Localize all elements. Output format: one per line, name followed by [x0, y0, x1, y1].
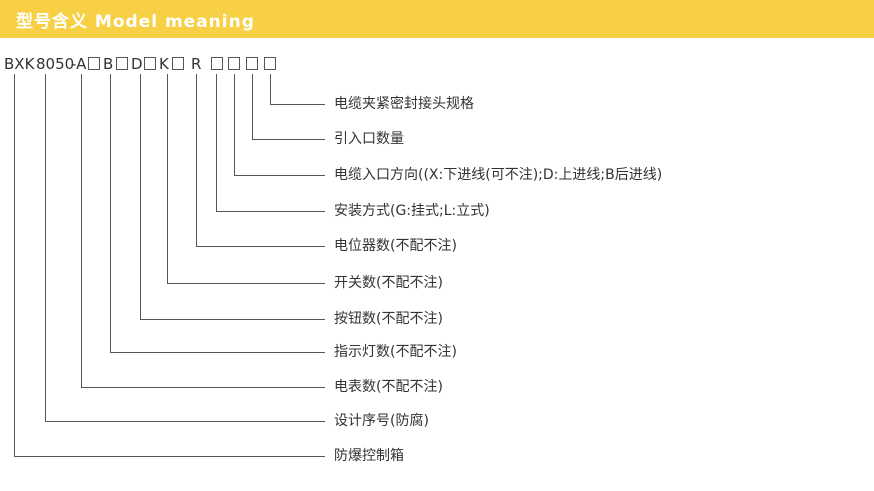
desc-meters: 电表数(不配不注) [334, 379, 443, 395]
page-title: 型号含义 Model meaning [16, 12, 255, 32]
code-a: -A [71, 55, 87, 73]
code-box-d [144, 57, 156, 70]
desc-design-serial: 设计序号(防腐) [334, 413, 429, 429]
code-box-4 [264, 57, 276, 70]
leader-line-3 [234, 74, 325, 176]
leader-line-9 [81, 74, 325, 388]
leader-line-5 [196, 74, 325, 247]
leader-line-10 [45, 74, 325, 422]
code-box-b [116, 57, 128, 70]
code-prefix: BXK [4, 55, 35, 73]
code-box-k [172, 57, 184, 70]
leader-line-6 [167, 74, 325, 284]
code-b: B [103, 55, 114, 73]
header-banner: 型号含义 Model meaning [0, 0, 874, 38]
leader-line-7 [140, 74, 325, 320]
leader-line-4 [216, 74, 325, 212]
code-k: K [159, 55, 169, 73]
code-series: 8050 [36, 55, 75, 73]
desc-potentiometers: 电位器数(不配不注) [334, 238, 457, 254]
leader-line-8 [110, 74, 325, 353]
desc-indicators: 指示灯数(不配不注) [334, 344, 457, 360]
desc-entry-count: 引入口数量 [334, 131, 404, 147]
desc-switches: 开关数(不配不注) [334, 275, 443, 291]
code-box-a [88, 57, 100, 70]
leader-line-1 [270, 74, 325, 105]
code-box-1 [211, 57, 223, 70]
code-box-3 [246, 57, 258, 70]
desc-mounting: 安装方式(G:挂式;L:立式) [334, 203, 490, 219]
desc-entry-direction: 电缆入口方向((X:下进线(可不注);D:上进线;B后进线) [334, 167, 663, 183]
leader-line-11 [14, 74, 325, 457]
desc-cable-gland-spec: 电缆夹紧密封接头规格 [334, 96, 474, 112]
desc-buttons: 按钮数(不配不注) [334, 311, 443, 327]
leader-line-2 [252, 74, 325, 140]
desc-control-box: 防爆控制箱 [334, 448, 404, 464]
code-box-2 [228, 57, 240, 70]
code-d: D [131, 55, 143, 73]
code-r: R [191, 55, 202, 73]
model-code: BXK 8050 -A B D K R [0, 54, 874, 74]
